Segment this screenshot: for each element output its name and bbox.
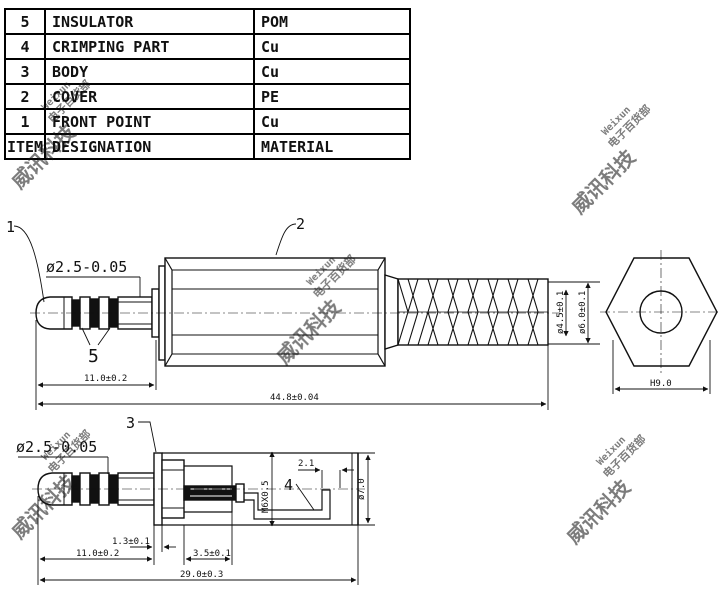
bom-designation: COVER	[44, 83, 255, 110]
callout-5: 5	[88, 346, 99, 367]
watermark: 威讯科技 电子百货部 Weixun	[567, 102, 654, 219]
bom-material: PE	[253, 83, 411, 110]
bom-item: ITEM	[4, 133, 46, 160]
cover	[164, 257, 386, 367]
bom-material: Cu	[253, 58, 411, 85]
plug-side-view	[30, 257, 560, 367]
bom-item: 2	[4, 83, 46, 110]
top-dimensions	[13, 223, 600, 410]
watermark: 威讯科技 电子百货部 Weixun	[562, 432, 649, 549]
callout-1: 1	[6, 218, 15, 236]
dim-len-290: 29.0±0.3	[180, 570, 223, 580]
hex-end-view	[600, 250, 720, 394]
bom-item: 4	[4, 33, 46, 60]
dim-dia-60: ø6.0±0.1	[578, 291, 588, 334]
watermark-main-text: 威讯科技	[7, 119, 81, 193]
top-dim-labels: ø2.5-0.05 11.0±0.2 44.8±0.04 ø4.5±0.1 ø6…	[6, 215, 588, 403]
bom-item: 3	[4, 58, 46, 85]
plug-section-view	[32, 452, 365, 526]
dim-tip-length-top: 11.0±0.2	[84, 374, 127, 384]
dim-w21: 2.1	[298, 459, 314, 469]
dim-plug-dia-bottom: ø2.5-0.05	[16, 438, 97, 456]
dim-m6: M6X0.5	[261, 480, 271, 513]
bom-material: Cu	[253, 33, 411, 60]
dim-plug-dia-top: ø2.5-0.05	[46, 258, 127, 276]
dim-dia-45: ø4.5±0.1	[556, 291, 566, 334]
bom-item: 1	[4, 108, 46, 135]
bom-designation: BODY	[44, 58, 255, 85]
bom-material: POM	[253, 8, 411, 35]
callout-4: 4	[284, 476, 293, 494]
dim-d70: ø7.0	[357, 478, 367, 500]
bom-designation: FRONT POINT	[44, 108, 255, 135]
dim-d35: 3.5±0.1	[193, 549, 231, 559]
bom-item: 5	[4, 8, 46, 35]
dim-tip-length-bottom: 11.0±0.2	[76, 549, 119, 559]
dim-hex: H9.0	[650, 379, 672, 389]
watermark: 威讯科技 电子百货部 Weixun	[7, 77, 94, 194]
bom-material: MATERIAL	[253, 133, 411, 160]
bottom-dim-labels: ø2.5-0.05 3 4 M6X0.5 ø7.0 2.1 1.3±0.1 11…	[16, 414, 367, 580]
dim-d13: 1.3±0.1	[112, 537, 150, 547]
bom-designation: DESIGNATION	[44, 133, 255, 160]
bottom-dimensions	[18, 421, 375, 585]
bom-designation: CRIMPING PART	[44, 33, 255, 60]
callout-2: 2	[296, 215, 305, 233]
dim-total-length: 44.8±0.04	[270, 393, 319, 403]
callout-3: 3	[126, 414, 135, 432]
watermark-main-text: 威讯科技	[562, 474, 636, 548]
watermark-main-text: 威讯科技	[567, 144, 641, 218]
bom-material: Cu	[253, 108, 411, 135]
bom-designation: INSULATOR	[44, 8, 255, 35]
